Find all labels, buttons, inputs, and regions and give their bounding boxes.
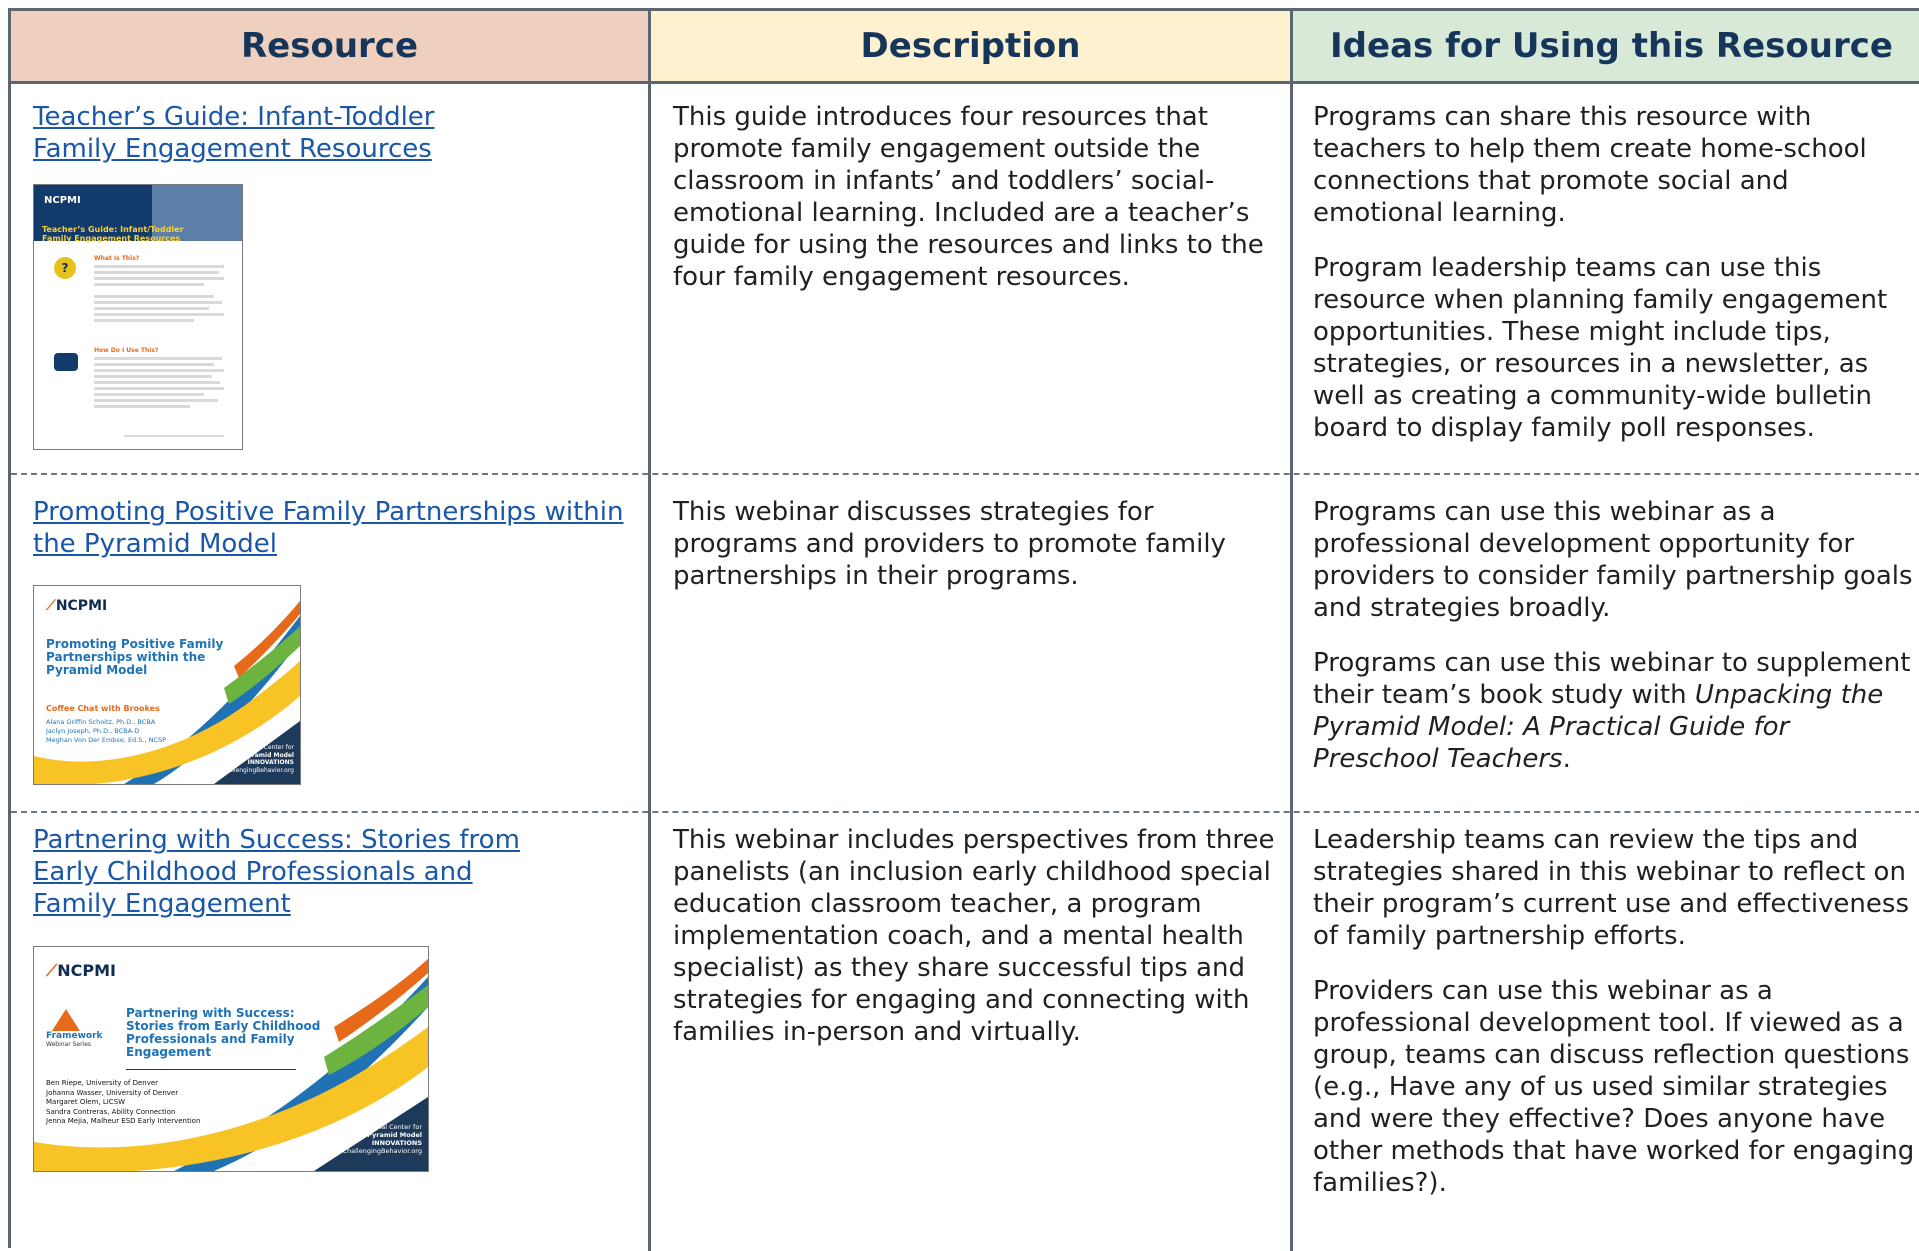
resource-table: Resource Description Ideas for Using thi… (8, 8, 1919, 1251)
slide-subtitle: Coffee Chat with Brookes (46, 704, 160, 713)
row-2-ideas: Programs can use this webinar as a profe… (1313, 496, 1915, 798)
row-1-description: This guide introduces four resources tha… (673, 102, 1264, 292)
header-ideas: Ideas for Using this Resource (1290, 11, 1919, 84)
idea-paragraph: Program leadership teams can use this re… (1313, 253, 1888, 443)
row-3-ideas: Leadership teams can review the tips and… (1313, 824, 1917, 1222)
row-separator (11, 811, 1919, 813)
idea-paragraph: Programs can share this resource with te… (1313, 102, 1867, 228)
slide-corner-logo: National Center for Pyramid Model INNOVA… (342, 1123, 422, 1155)
promoting-positive-thumbnail: ⟋NCPMI Promoting Positive Family Partner… (33, 585, 301, 785)
slide-title: Promoting Positive Family Partnerships w… (46, 637, 224, 677)
idea-paragraph: Leadership teams can review the tips and… (1313, 825, 1909, 951)
ncpmi-logo: ⟋NCPMI (46, 961, 116, 980)
slide-corner-logo: National Center for Pyramid Model INNOVA… (220, 744, 294, 774)
idea-paragraph: Programs can use this webinar as a profe… (1313, 497, 1913, 623)
column-divider (1290, 11, 1293, 1251)
slide-presenters: Alana Griffin Schoitz, Ph.D., BCBA Jacly… (46, 718, 167, 744)
slide-title: Partnering with Success: Stories from Ea… (126, 1006, 321, 1059)
partnering-success-thumbnail: ⟋NCPMI Framework Webinar Series Partneri… (33, 946, 429, 1172)
resource-link-promoting-positive[interactable]: Promoting Positive Family Partnerships w… (33, 497, 624, 559)
slide-presenters: Ben Riepe, University of Denver Johanna … (46, 1079, 201, 1125)
ncpmi-logo: NCPMI (44, 195, 81, 206)
slide-stripes (34, 959, 428, 1171)
header-description: Description (648, 11, 1290, 84)
row-2-resource: Promoting Positive Family Partnerships w… (33, 496, 643, 560)
row-1-ideas: Programs can share this resource with te… (1313, 101, 1915, 467)
idea-paragraph: Providers can use this webinar as a prof… (1313, 976, 1915, 1198)
framework-series-logo: Framework Webinar Series (46, 1009, 106, 1048)
row-separator (11, 473, 1919, 475)
idea-paragraph: Programs can use this webinar to supplem… (1313, 648, 1911, 774)
row-3-description: This webinar includes perspectives from … (673, 825, 1275, 1047)
ncpmi-logo: ⟋NCPMI (46, 598, 108, 614)
header-resource: Resource (11, 11, 648, 84)
thumbnail-section-what: What Is This? (94, 255, 140, 262)
computer-icon (54, 353, 78, 371)
slide-stripes (34, 601, 300, 784)
row-2-description: This webinar discusses strategies for pr… (673, 497, 1226, 591)
thumbnail-section-how: How Do I Use This? (94, 347, 159, 354)
column-divider (648, 11, 651, 1251)
book-title: Unpacking the Pyramid Model: A Practical… (1313, 680, 1884, 774)
question-bubble-icon: ? (54, 257, 76, 279)
